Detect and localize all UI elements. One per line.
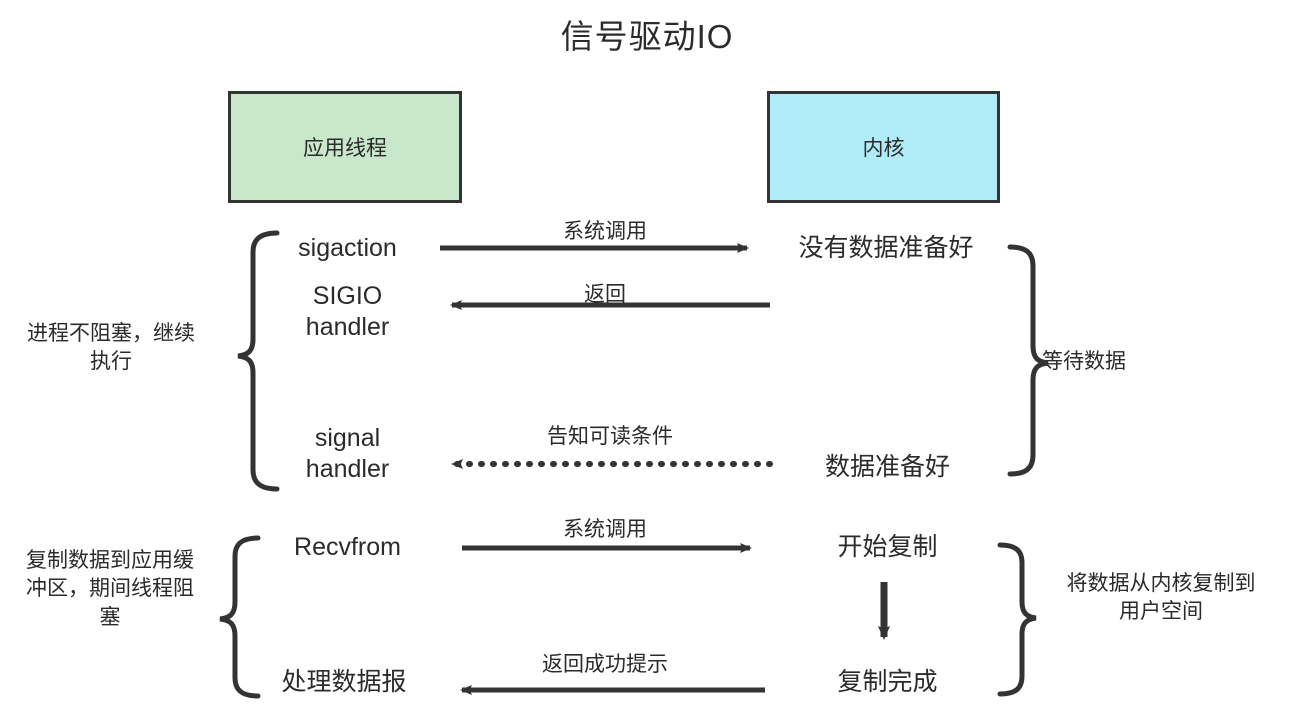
step-sigaction: sigaction [298,234,397,262]
note-process-nonblocking: 进程不阻塞，继续 执行 [27,322,195,374]
step-data-ready: 数据准备好 [824,453,950,481]
kernel-box: 内核 [767,91,1000,203]
right-brace-copy-to-user [997,542,1037,697]
step-no-data-ready: 没有数据准备好 [798,234,974,262]
app-thread-box: 应用线程 [228,91,462,203]
note-copy-kernel-to-user: 将数据从内核复制到 用户空间 [1066,572,1256,624]
step-recvfrom: Recvfrom [294,533,401,561]
step-process-datagram: 处理数据报 [281,668,407,696]
step-copy-start: 开始复制 [837,533,938,561]
note-waiting-for-data: 等待数据 [1042,350,1126,373]
page-title: 信号驱动IO [560,18,734,55]
arrow-label-syscall-1: 系统调用 [563,220,647,243]
app-thread-box-label: 应用线程 [303,137,387,160]
note-copy-to-app-buffer: 复制数据到应用缓 冲区，期间线程阻 塞 [26,549,194,629]
step-copy-done: 复制完成 [837,668,938,696]
arrow-label-return: 返回 [584,283,626,306]
kernel-box-label: 内核 [862,137,905,160]
arrow-label-notify-readable: 告知可读条件 [547,425,673,448]
arrow-label-syscall-2: 系统调用 [563,518,647,541]
arrow-label-return-success: 返回成功提示 [542,653,668,676]
step-signal-handler: signal handler [305,424,390,483]
step-sigio-handler: SIGIO handler [305,282,390,341]
